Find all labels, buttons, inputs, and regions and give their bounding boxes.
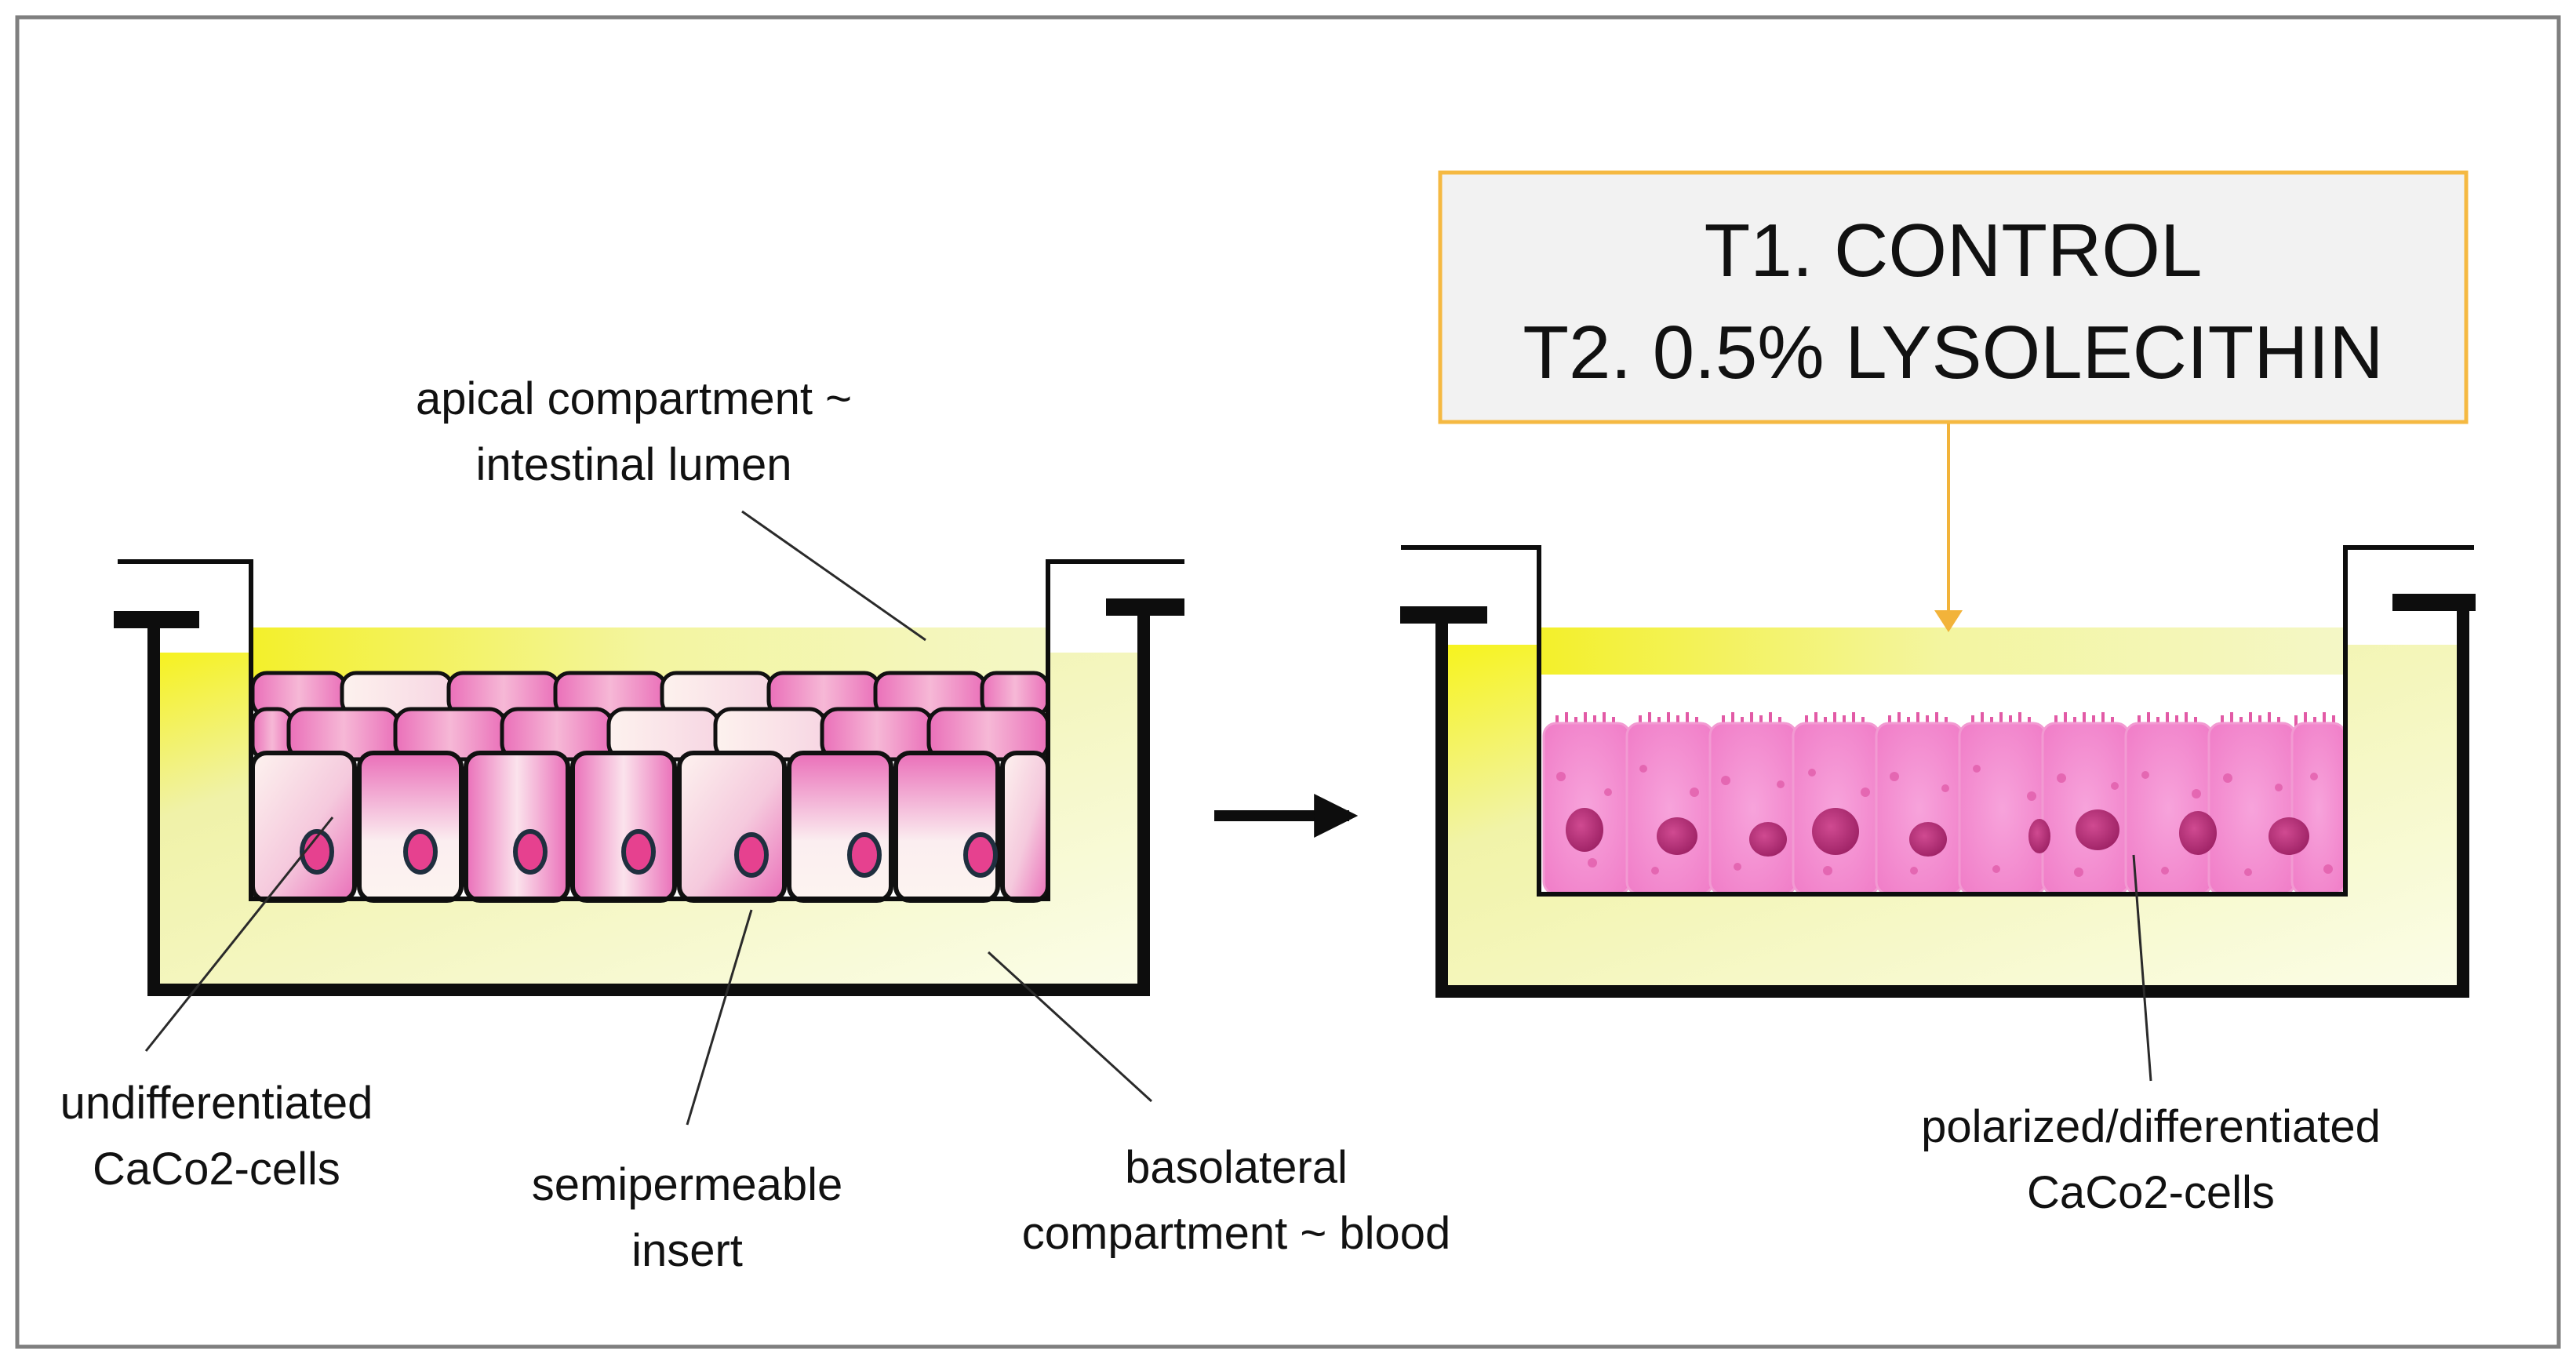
polarized-leader [2132,854,2152,1082]
treatment-arrow-head [1934,610,1963,632]
treatment-box-frame [1438,170,2469,424]
treatment-line-2: T2. 0.5% LYSOLECITHIN [1523,311,2383,395]
undiff-leader [144,817,334,1052]
polarized-label-line-1: polarized/differentiated [1921,1101,2381,1152]
undiff-label-line-2: CaCo2-cells [93,1144,340,1195]
polarized-label-line-2: CaCo2-cells [2027,1167,2275,1218]
left-transwell [114,559,1184,996]
right-basolateral-medium [1442,645,2463,987]
insert-label-line-2: insert [631,1225,743,1276]
undiff-label-line-1: undifferentiated [60,1078,373,1129]
basolateral-leader [987,951,1153,1103]
apical-label-line-2: intestinal lumen [476,439,792,490]
basolateral-label-line-1: basolateral [1125,1142,1348,1193]
treatment-box: T1. CONTROL T2. 0.5% LYSOLECITHIN [1438,170,2469,632]
insert-label-line-1: semipermeable [532,1159,843,1210]
left-insert-walls [118,559,1184,901]
undifferentiated-cell-layer [250,671,1050,903]
left-well-walls [147,609,1150,996]
apical-label-line-1: apical compartment ~ [416,373,852,424]
right-apical-medium [1539,627,2345,675]
right-insert-walls [1401,545,2474,897]
apical-leader [741,510,926,642]
right-well-walls [1435,604,2469,998]
left-basolateral-medium [154,653,1142,988]
treatment-line-1: T1. CONTROL [1705,209,2203,293]
insert-leader [686,909,753,1126]
basolateral-label-line-2: compartment ~ blood [1022,1208,1450,1259]
right-transwell [1400,545,2476,998]
differentiated-cell-layer [1542,712,2347,896]
